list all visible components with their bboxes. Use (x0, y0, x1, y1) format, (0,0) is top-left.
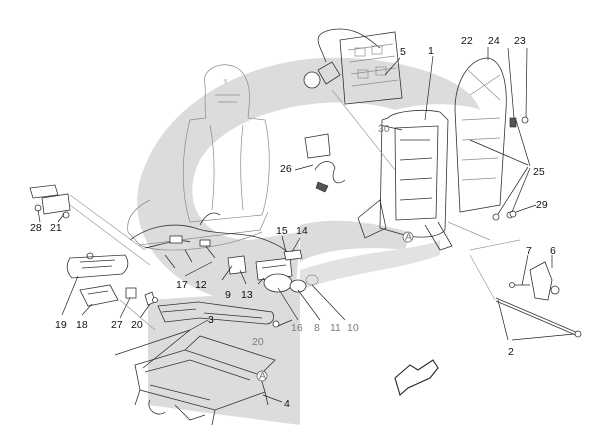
part-18-switch-block (79, 284, 119, 307)
part-26-bracket (304, 133, 346, 193)
label-29: 29 (536, 199, 548, 211)
label-9: 9 (225, 289, 231, 301)
label-25: 25 (533, 166, 545, 178)
logo-mark: ♆ (222, 76, 229, 86)
label-20-left: 20 (131, 319, 143, 331)
reference-marker-a-top: A (402, 231, 414, 243)
part-29-washer (509, 210, 517, 218)
parts-6-7-bracket (509, 261, 560, 301)
label-19: 19 (55, 319, 67, 331)
part-labels: 1 2 3 4 5 6 7 8 9 10 11 12 13 14 15 16 1… (30, 35, 556, 410)
part-2-rod (495, 297, 582, 338)
part-5-motor (303, 28, 381, 89)
guide-lines (69, 89, 521, 331)
label-16: 16 (291, 322, 303, 334)
background-swoosh (137, 57, 480, 425)
parts-20-27-connectors (125, 287, 280, 328)
parts-21-28-modules (29, 184, 71, 219)
parts-23-24-fasteners (492, 116, 529, 221)
parts-8-10-11-covers (263, 273, 319, 293)
label-27: 27 (111, 319, 123, 331)
label-22: 22 (461, 35, 473, 47)
label-13: 13 (241, 289, 253, 301)
label-26: 26 (280, 163, 292, 175)
seat-assembly-outline: ♆ (127, 64, 270, 251)
label-30: 30 (378, 123, 390, 135)
part-3-side-trim (157, 301, 274, 325)
label-3: 3 (208, 314, 214, 326)
label-15: 15 (276, 225, 288, 237)
label-21: 21 (50, 222, 62, 234)
arrow-down-left-icon (394, 359, 439, 396)
label-18: 18 (76, 319, 88, 331)
label-2: 2 (508, 346, 514, 358)
label-24: 24 (488, 35, 500, 47)
label-5: 5 (400, 46, 406, 58)
lumbar-mat (339, 31, 403, 105)
label-12: 12 (195, 279, 207, 291)
label-11: 11 (330, 322, 341, 334)
label-23: 23 (514, 35, 526, 47)
label-4: 4 (284, 398, 290, 410)
part-19-switch-panel (66, 252, 129, 279)
reference-marker-a-bottom: A (256, 370, 268, 382)
label-28: 28 (30, 222, 42, 234)
wiring-harness (129, 212, 293, 269)
label-14: 14 (296, 225, 308, 237)
part-4-seat-frame-base (134, 335, 276, 426)
leader-lines (37, 47, 575, 403)
label-7: 7 (526, 245, 532, 257)
label-17: 17 (176, 279, 188, 291)
svg-text:A: A (259, 370, 266, 382)
part-22-backrest-shell (454, 57, 507, 213)
label-6: 6 (550, 245, 556, 257)
label-1: 1 (428, 45, 434, 57)
svg-text:A: A (405, 231, 412, 243)
label-10: 10 (347, 322, 359, 334)
label-20-right: 20 (252, 336, 264, 348)
label-8: 8 (314, 322, 320, 334)
